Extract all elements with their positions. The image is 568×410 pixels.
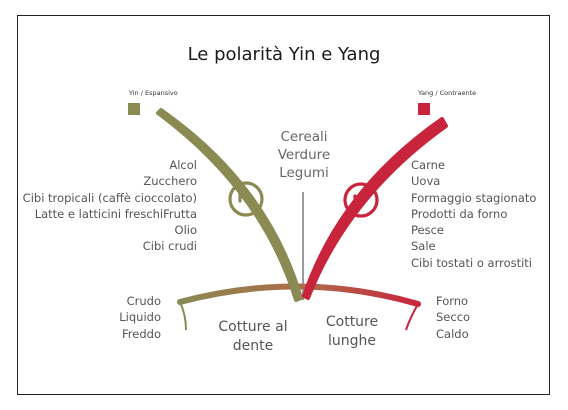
- yang-foods-list: Carne Uova Formaggio stagionato Prodotti…: [411, 157, 536, 271]
- yin-foods-list: Alcol Zucchero Cibi tropicali (caffè cio…: [23, 157, 197, 255]
- yang-quality-item: Forno: [436, 294, 469, 308]
- yang-contract-arrow-icon: [343, 182, 379, 218]
- yang-food-item: Pesce: [411, 223, 444, 238]
- yang-food-item: Prodotti da forno: [411, 206, 508, 221]
- cooking-long-line: lunghe: [327, 333, 376, 349]
- cooking-short-line: dente: [232, 338, 274, 354]
- center-food-item: Cereali: [280, 129, 328, 145]
- yin-food-item: Cibi tropicali (caffè cioccolato): [22, 190, 197, 205]
- yang-end-curve: [405, 303, 419, 331]
- cooking-short-line: Cotture al: [218, 319, 288, 335]
- yang-food-item: Carne: [411, 158, 445, 172]
- yin-expand-arrow-icon: [228, 181, 264, 217]
- yin-food-item: Cibi crudi: [142, 239, 197, 254]
- center-food-item: Verdure: [277, 147, 331, 163]
- yang-quality-item: Secco: [436, 310, 471, 325]
- yang-qualities-list: Forno Secco Caldo: [436, 293, 470, 342]
- legend-yang-label: Yang / Contraente: [418, 89, 477, 97]
- legend-yin-swatch: [128, 103, 140, 115]
- yin-quality-item: Liquido: [119, 310, 161, 325]
- yang-stroke: [302, 117, 448, 300]
- cooking-short-label: Cotture al dente: [205, 318, 301, 356]
- yin-end-curve: [179, 301, 187, 331]
- cooking-long-line: Cotture: [325, 314, 379, 330]
- yin-food-item: Alcol: [169, 158, 197, 172]
- yin-food-item: Olio: [174, 223, 197, 238]
- yin-quality-item: Freddo: [122, 326, 161, 341]
- yin-food-item: Zucchero: [143, 174, 197, 189]
- center-foods: Cereali Verdure Legumi: [254, 128, 354, 182]
- cooking-long-label: Cotture lunghe: [304, 313, 400, 351]
- yang-food-item: Sale: [411, 239, 436, 254]
- yin-stroke: [156, 108, 303, 302]
- yang-food-item: Cibi tostati o arrostiti: [411, 255, 533, 270]
- yang-quality-item: Caldo: [436, 326, 469, 341]
- diagram-frame: [17, 15, 550, 395]
- yin-food-item: Latte e latticini freschiFrutta: [34, 206, 197, 221]
- diagram-title: Le polarità Yin e Yang: [187, 44, 381, 65]
- center-food-item: Legumi: [279, 165, 329, 181]
- legend-yin-label: Yin / Espansivo: [129, 89, 178, 97]
- yang-food-item: Formaggio stagionato: [411, 190, 537, 205]
- legend-yang-swatch: [418, 103, 430, 115]
- yin-qualities-list: Crudo Liquido Freddo: [119, 293, 161, 342]
- yin-quality-item: Crudo: [126, 294, 161, 308]
- yang-food-item: Uova: [411, 174, 441, 189]
